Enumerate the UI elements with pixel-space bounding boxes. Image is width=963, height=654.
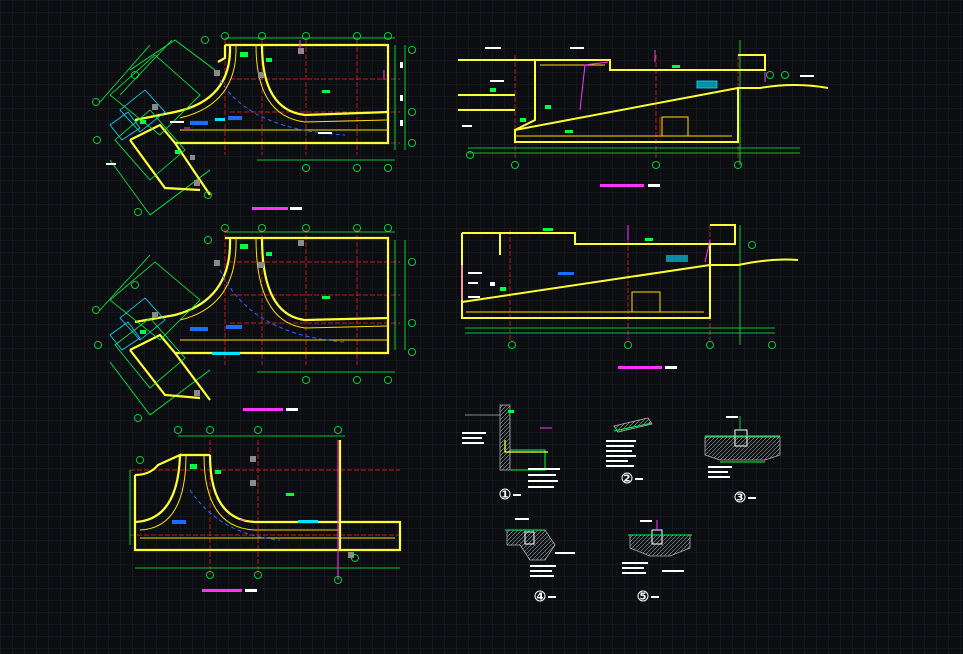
section-view-2: [461, 224, 799, 369]
detail-4-number: 4: [537, 592, 544, 603]
plan-view-2: [92, 224, 416, 422]
detail-3: 3: [704, 416, 781, 504]
section-view-1: [458, 40, 829, 187]
detail-4: 4: [505, 518, 575, 603]
detail-1-number: 1: [502, 490, 509, 501]
plan-view-3: [129, 426, 402, 592]
detail-5: 5: [622, 520, 692, 603]
detail-5-number: 5: [640, 592, 647, 603]
plan-view-1: [92, 32, 416, 216]
detail-3-number: 3: [737, 493, 744, 504]
detail-2-number: 2: [624, 474, 631, 485]
detail-2: 2: [606, 417, 653, 485]
detail-1: 1: [462, 404, 560, 501]
